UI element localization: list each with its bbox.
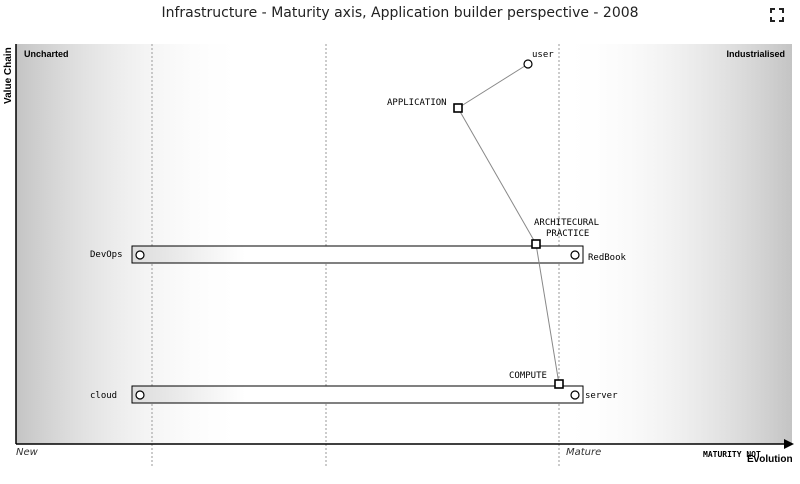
x-axis-mature-label: Mature (566, 447, 601, 458)
component-cloud[interactable]: cloud (90, 390, 145, 401)
component-user[interactable]: user (523, 50, 554, 69)
y-axis-label: Value Chain (3, 47, 14, 104)
component-label-architectural-practice-line2: PRACTICE (546, 229, 589, 239)
region-label-uncharted: Uncharted (24, 49, 69, 59)
component-label-devops: DevOps (90, 250, 123, 260)
component-label-architectural-practice-line1: ARCHITECURAL (534, 218, 599, 228)
industrialised-region (560, 44, 792, 444)
x-axis-overlay-label: MATURITY NOT (703, 450, 761, 459)
evolution-band-cloud-server (131, 385, 584, 404)
component-devops[interactable]: DevOps (90, 250, 145, 260)
page-title: Infrastructure - Maturity axis, Applicat… (161, 5, 639, 21)
component-server[interactable]: server (570, 390, 618, 401)
component-label-cloud: cloud (90, 391, 117, 401)
region-label-industrialised: Industrialised (726, 49, 785, 59)
evolution-band-devops-redbook (131, 245, 584, 264)
fullscreen-icon[interactable] (770, 8, 784, 22)
x-axis-new-label: New (16, 447, 39, 458)
component-label-compute: COMPUTE (509, 371, 547, 381)
link-architectural-practice-compute (535, 243, 560, 385)
link-application-architectural-practice (457, 107, 537, 245)
component-application[interactable]: APPLICATION (387, 98, 463, 113)
component-compute[interactable]: COMPUTE (509, 371, 564, 389)
x-axis-arrow (784, 439, 794, 449)
component-label-application: APPLICATION (387, 98, 447, 108)
component-redbook[interactable]: RedBook (570, 250, 627, 263)
component-architectural-practice[interactable]: ARCHITECURAL PRACTICE (531, 218, 599, 249)
component-label-server: server (585, 391, 618, 401)
uncharted-region (16, 44, 246, 444)
link-user-application (457, 63, 529, 109)
component-label-user: user (532, 50, 554, 60)
x-axis-label: Evolution (747, 454, 793, 465)
component-label-redbook: RedBook (588, 253, 627, 263)
